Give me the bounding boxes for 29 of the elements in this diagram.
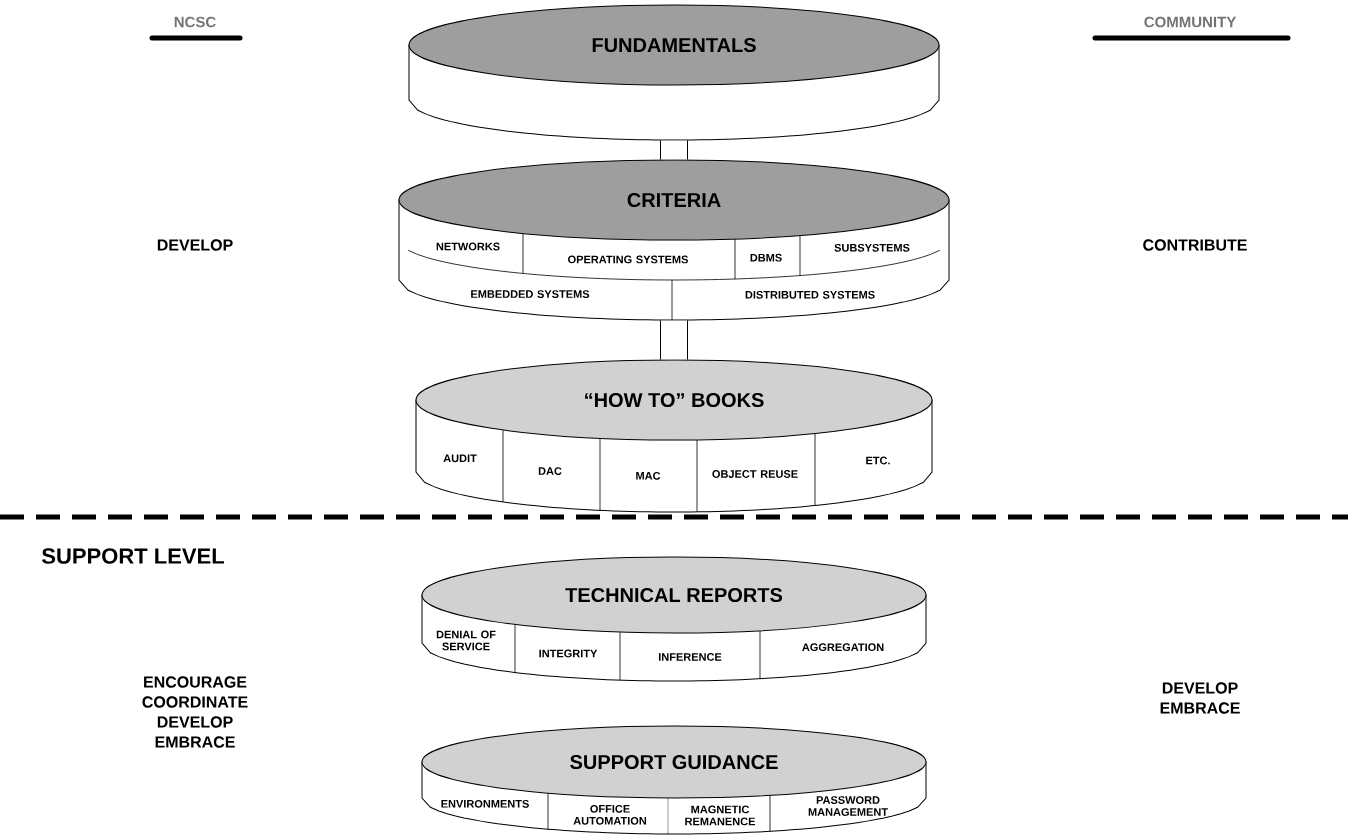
side-label: DEVELOP xyxy=(157,239,233,251)
connector-block xyxy=(660,140,688,160)
segment-label: SUBSYSTEMS xyxy=(834,243,910,252)
segment-label: NETWORKS xyxy=(436,242,500,251)
side-label: NCSC xyxy=(174,16,216,28)
segment-label: MAGNETIC REMANENCE xyxy=(685,805,755,826)
segment-label: EMBEDDED SYSTEMS xyxy=(471,290,590,298)
segment-label: OBJECT REUSE xyxy=(712,470,798,478)
segment-label: DAC xyxy=(538,467,562,475)
segment-label: ETC. xyxy=(866,456,890,465)
segment-label: OFFICE AUTOMATION xyxy=(573,804,647,825)
side-label: CONTRIBUTE xyxy=(1143,239,1247,251)
segment-label: MAC xyxy=(636,471,661,480)
disk: FUNDAMENTALS xyxy=(408,4,940,141)
side-label: ENCOURAGE COORDINATE DEVELOP EMBRACE xyxy=(142,676,248,748)
segment-label: DISTRIBUTED SYSTEMS xyxy=(745,290,875,299)
segment-label: ENVIRONMENTS xyxy=(441,799,529,808)
segment-label: AUDIT xyxy=(443,454,477,463)
segment-label: INTEGRITY xyxy=(539,649,598,658)
segment-label: INFERENCE xyxy=(658,653,722,661)
segment-label: PASSWORD MANAGEMENT xyxy=(808,796,888,816)
segment-label: DENIAL OF SERVICE xyxy=(436,630,496,651)
side-label: COMMUNITY xyxy=(1144,16,1236,28)
side-label: SUPPORT LEVEL xyxy=(41,548,224,564)
segment-label: OPERATING SYSTEMS xyxy=(568,255,688,264)
connector-block xyxy=(660,320,688,360)
segment-label: AGGREGATION xyxy=(802,643,884,652)
side-label: DEVELOP EMBRACE xyxy=(1160,682,1240,714)
segment-label: DBMS xyxy=(750,253,782,262)
